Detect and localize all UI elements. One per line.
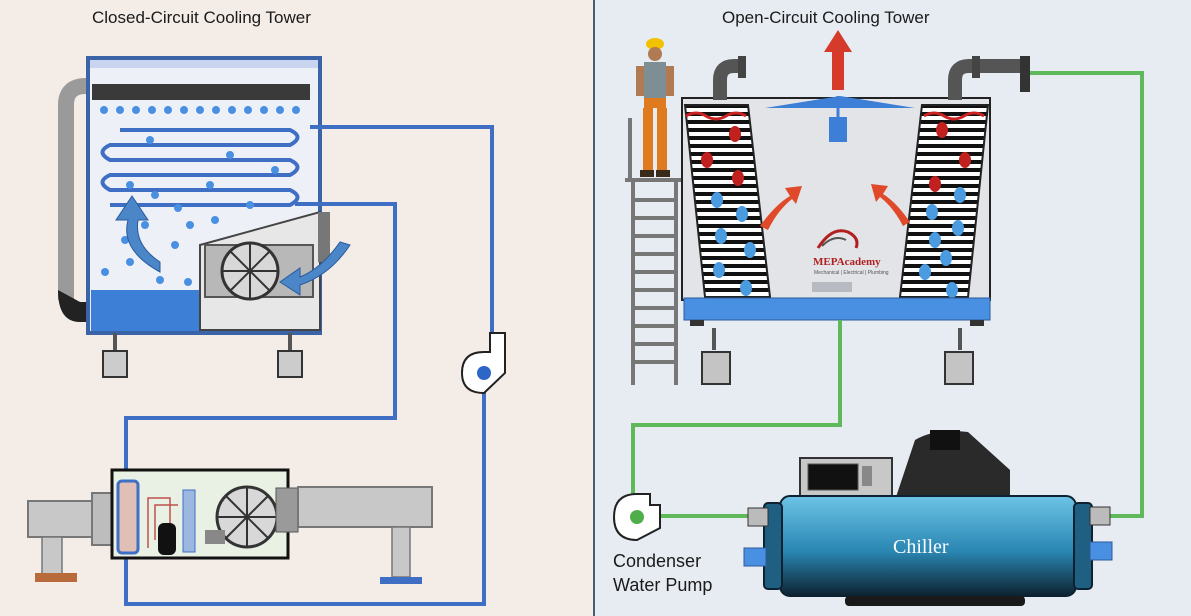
open-circuit-tower [625, 30, 1030, 385]
spray-droplets [100, 106, 300, 286]
air-handling-unit [27, 468, 433, 584]
fan-motor-open [829, 117, 847, 142]
fan-blade [765, 96, 915, 108]
open-leg-right [944, 351, 974, 385]
tower-leg-right [277, 350, 303, 378]
mepacademy-logo [816, 229, 859, 249]
closed-circuit-title: Closed-Circuit Cooling Tower [92, 8, 311, 27]
spray-header [92, 84, 310, 100]
heat-exchanger-coil [100, 128, 300, 207]
logo-tagline: Mechanical | Electrical | Plumbing [814, 270, 889, 276]
closed-tower-basin [91, 290, 201, 331]
cold-water-drops [711, 187, 966, 298]
air-flow-arrow-in [279, 241, 351, 296]
evaporator-nozzle-left [743, 547, 767, 567]
exhaust-arrow [824, 30, 852, 90]
tower-leg-left [102, 350, 128, 378]
condenser-nozzle-left [747, 507, 769, 527]
ahu-base-right [380, 577, 422, 584]
logo-name: MEPAcademy [813, 256, 881, 268]
open-tower-basin [683, 297, 991, 321]
air-arrow-right [871, 184, 910, 226]
chiller-label: Chiller [893, 536, 949, 558]
evaporator-nozzle-right [1089, 541, 1113, 561]
condenser-pump-label: Condenser Water Pump [613, 549, 712, 597]
hot-water-drops [701, 122, 971, 192]
air-flow-arrow-up [115, 195, 161, 273]
spray-pump-pipe [58, 78, 92, 300]
closed-loop-piping [124, 125, 494, 606]
inlet-pipe-left [713, 56, 746, 100]
chiller-display [807, 463, 859, 491]
open-leg-left [701, 351, 731, 385]
access-ladder [625, 118, 688, 385]
ahu-filter [158, 523, 176, 555]
drift-eliminator [90, 60, 318, 68]
open-circuit-title: Open-Circuit Cooling Tower [722, 8, 930, 27]
air-arrow-left [760, 186, 802, 230]
fan-spokes [222, 243, 278, 299]
chiller-unit [743, 430, 1113, 606]
condenser-water-pump-icon [612, 493, 661, 542]
ahu-coil [116, 479, 140, 555]
fan-motor [318, 212, 330, 262]
inlet-pipe-right [948, 56, 1030, 100]
ahu-humidifier [182, 489, 196, 553]
pump-label-line1: Condenser [613, 551, 702, 571]
closed-loop-pump-icon [460, 332, 506, 395]
supply-duct [297, 486, 433, 528]
ahu-base-left [35, 573, 77, 582]
closed-circuit-tower [58, 56, 351, 378]
pump-label-line2: Water Pump [613, 575, 713, 595]
chiller-compressor [895, 431, 1010, 500]
worker-figure [636, 38, 674, 177]
condenser-nozzle [1089, 506, 1111, 526]
